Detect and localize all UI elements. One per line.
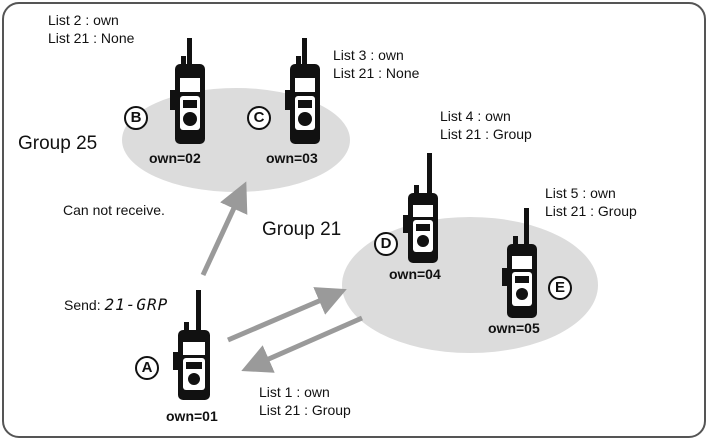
radio-a-own: own=01 (166, 408, 218, 424)
radio-a-icon (173, 290, 210, 400)
cannot-receive-note: Can not receive. (63, 202, 165, 218)
radio-b-list-line-1: List 2 : own (48, 12, 119, 28)
radio-d-own: own=04 (389, 266, 441, 282)
radio-a-badge: A (135, 356, 159, 380)
arrow-a-to-group-21 (227, 287, 347, 343)
radio-c-list-line-2: List 21 : None (333, 65, 420, 81)
send-display: 21-GRP (104, 295, 169, 314)
radio-a-list-line-2: List 21 : Group (259, 402, 351, 418)
send-label: Send: 21-GRP (64, 296, 168, 314)
radio-e-own: own=05 (488, 320, 540, 336)
radio-c-own: own=03 (266, 150, 318, 166)
radio-d-badge: D (374, 232, 398, 256)
radio-c-badge: C (247, 106, 271, 130)
radio-b-list-line-2: List 21 : None (48, 30, 135, 46)
radio-b-own: own=02 (149, 150, 201, 166)
radio-e-list-line-2: List 21 : Group (545, 203, 637, 219)
arrow-group-21-to-a (241, 315, 364, 373)
radio-d-icon (403, 153, 438, 263)
radio-e-badge: E (548, 276, 572, 300)
radio-b-badge: B (124, 106, 148, 130)
radio-a-list-line-1: List 1 : own (259, 384, 330, 400)
group-21-label: Group 21 (262, 219, 342, 240)
group-25-label: Group 25 (18, 133, 98, 154)
radio-e-list-line-1: List 5 : own (545, 185, 616, 201)
radio-c-icon (285, 38, 320, 144)
radio-b-icon (170, 38, 205, 144)
send-label-text: Send: (64, 297, 101, 313)
radio-e-icon (502, 208, 537, 318)
arrow-a-to-group-25 (200, 181, 248, 277)
radio-d-list-line-1: List 4 : own (440, 108, 511, 124)
radio-c-list-line-1: List 3 : own (333, 47, 404, 63)
radio-d-list-line-2: List 21 : Group (440, 126, 532, 142)
